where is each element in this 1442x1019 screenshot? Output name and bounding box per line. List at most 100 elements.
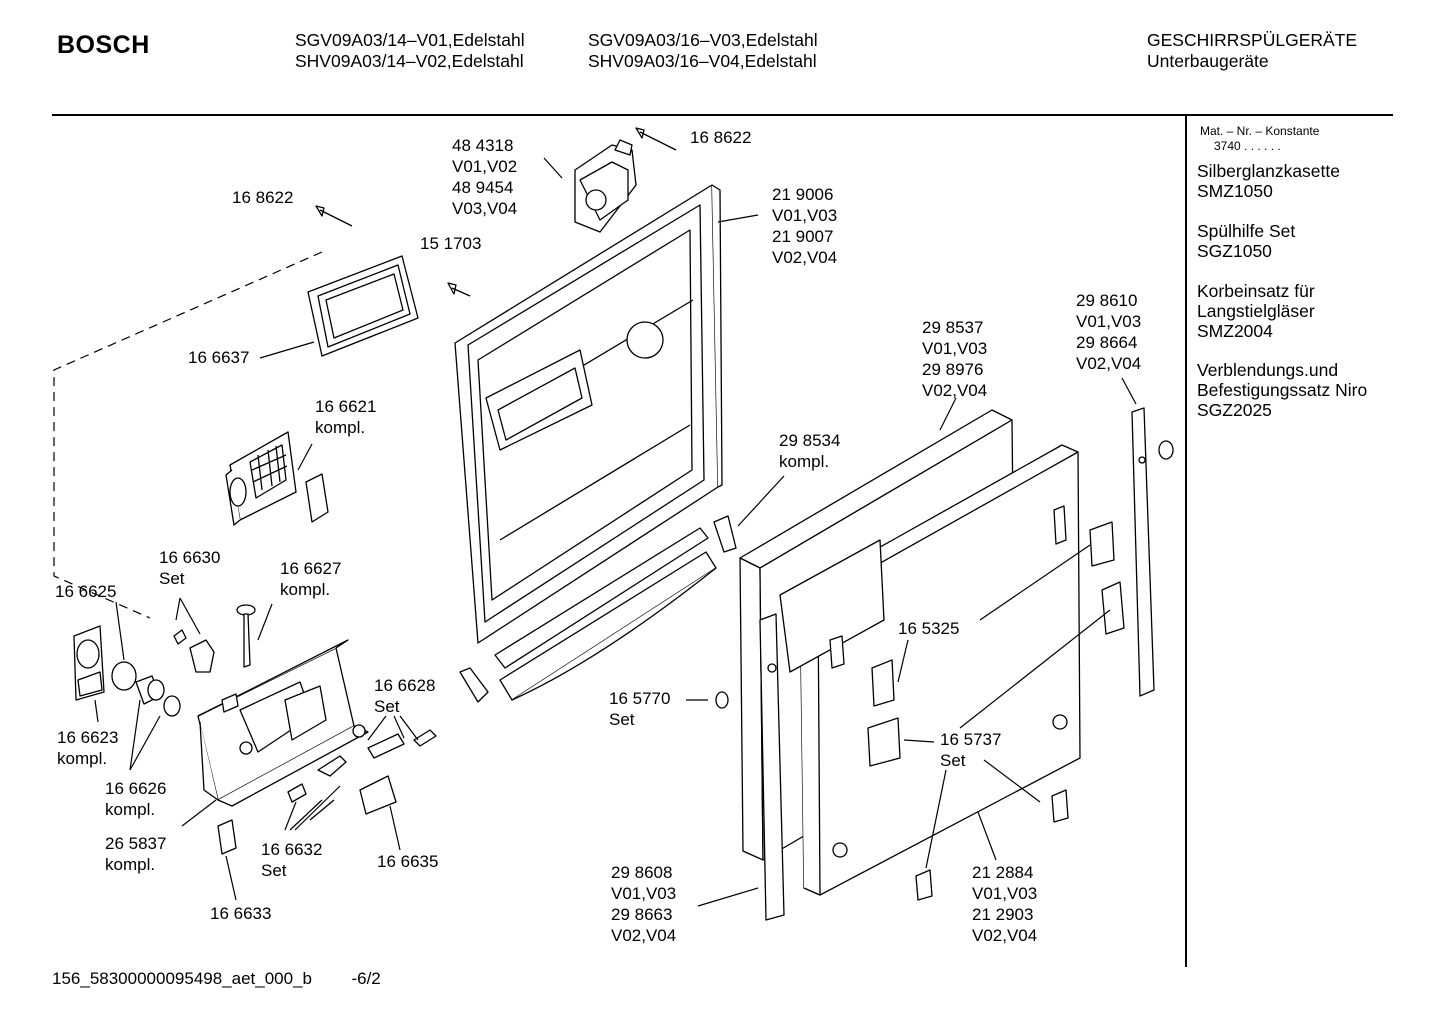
lever-set-166628 — [353, 725, 436, 758]
part-number: 29 8610 — [1076, 291, 1138, 310]
callout-166621: 16 6621 kompl. — [315, 396, 376, 438]
callout-168622: 16 8622 — [690, 127, 751, 148]
variant: kompl. — [280, 580, 331, 599]
variant: Set — [159, 569, 185, 588]
accessory-line: SGZ1050 — [1197, 241, 1272, 261]
callout-151703: 15 1703 — [420, 233, 481, 254]
callout-166635: 16 6635 — [377, 851, 438, 872]
accessory-line: Befestigungssatz Niro — [1197, 380, 1368, 400]
part-number: 16 6632 — [261, 840, 323, 859]
bracket-right-lower — [1102, 582, 1124, 634]
variant: V02,V04 — [611, 926, 677, 945]
plunger-166627 — [237, 605, 255, 667]
part-number: 16 6623 — [57, 728, 119, 747]
accessory-item: Silberglanzkasette SMZ1050 — [1197, 161, 1340, 201]
small-hinge-part — [460, 668, 488, 702]
inner-door-panel — [455, 185, 722, 643]
part-number: 16 5770 — [609, 689, 671, 708]
part-number: 21 9007 — [772, 227, 834, 246]
bracket-right-upper — [1090, 522, 1114, 566]
callout-166627: 16 6627 kompl. — [280, 558, 341, 600]
model-line: SGV09A03/16–V03,Edelstahl — [588, 30, 818, 50]
part-number: 16 6628 — [374, 676, 436, 695]
brand-logo: BOSCH — [57, 31, 150, 59]
callout-165737: 16 5737 Set — [940, 729, 1001, 771]
callout-166632: 16 6632 Set — [261, 839, 322, 881]
part-number: 48 9454 — [452, 178, 514, 197]
variant: V02,V04 — [772, 248, 838, 267]
callout-166637: 16 6637 — [188, 347, 249, 368]
part-number: 16 8622 — [232, 188, 294, 207]
footer: 156_58300000095498_aet_000_b -6/2 — [52, 969, 381, 989]
part-number: 48 4318 — [452, 136, 514, 155]
accessory-item: Verblendungs.und Befestigungssatz Niro S… — [1197, 360, 1367, 420]
variant: kompl. — [105, 800, 156, 819]
variant: V01,V03 — [772, 206, 838, 225]
accessory-line: Korbeinsatz für — [1197, 281, 1315, 301]
part-number: 16 8622 — [690, 128, 752, 147]
variant: Set — [940, 751, 966, 770]
clip-166633 — [218, 820, 236, 854]
dispenser-lid — [74, 626, 104, 700]
callout-166626: 16 6626 kompl. — [105, 778, 166, 820]
dispenser-housing — [198, 640, 368, 806]
variant: Set — [609, 710, 635, 729]
part-number: 16 6637 — [188, 348, 250, 367]
part-number: 29 8534 — [779, 431, 841, 450]
model-list-1: SGV09A03/14–V01,Edelstahl SHV09A03/14–V0… — [295, 30, 525, 72]
part-number: 29 8537 — [922, 318, 984, 337]
seal-ring — [112, 662, 136, 690]
lower-trim-bar — [495, 528, 716, 700]
spring-part-166630 — [174, 630, 214, 672]
part-number: 16 6625 — [55, 582, 117, 601]
callout-165770: 16 5770 Set — [609, 688, 670, 730]
rinse-cap — [136, 676, 164, 704]
cap-right — [1159, 441, 1173, 459]
variant: V01,V02 — [452, 157, 518, 176]
accessory-line: Langstielgläser — [1197, 301, 1315, 321]
page-number: -6/2 — [351, 969, 381, 988]
category-subtitle: Unterbaugeräte — [1147, 51, 1269, 71]
screw-small — [448, 283, 470, 296]
header-divider — [52, 114, 1393, 116]
callout-166625: 16 6625 — [55, 581, 116, 602]
material-number-value: 3740 . . . . . . — [1214, 139, 1281, 153]
small-flap — [306, 474, 328, 522]
accessory-item: Korbeinsatz für Langstielgläser SMZ2004 — [1197, 281, 1315, 341]
leader-lines — [95, 158, 1136, 906]
accessory-line: SMZ1050 — [1197, 181, 1273, 201]
part-number: 29 8664 — [1076, 333, 1138, 352]
variant: V02,V04 — [1076, 354, 1142, 373]
callout-298610: 29 8610 V01,V03 29 8664 V02,V04 — [1076, 290, 1141, 374]
door-clip-298534 — [714, 516, 736, 552]
part-number: 16 6630 — [159, 548, 221, 567]
bracket-165737 — [868, 718, 900, 766]
callout-298534: 29 8534 kompl. — [779, 430, 840, 472]
callout-212884: 21 2884 V01,V03 21 2903 V02,V04 — [972, 862, 1037, 946]
variant: V01,V03 — [972, 884, 1038, 903]
category-title: GESCHIRRSPÜLGERÄTE — [1147, 30, 1358, 50]
spring-set-166632 — [288, 756, 346, 820]
accessory-line: Spülhilfe Set — [1197, 221, 1296, 241]
part-number: 16 6627 — [280, 559, 342, 578]
material-number-title: Mat. – Nr. – Konstante — [1200, 124, 1320, 138]
variant: V01,V03 — [1076, 312, 1142, 331]
accessory-line: SMZ2004 — [1197, 321, 1273, 341]
accessory-item: Spülhilfe Set SGZ1050 — [1197, 221, 1295, 261]
left-side-strip — [760, 614, 784, 920]
part-number: 29 8608 — [611, 863, 673, 882]
accessory-line: Verblendungs.und — [1197, 360, 1339, 380]
document-id: 156_58300000095498_aet_000_b — [52, 969, 312, 988]
callout-298537: 29 8537 V01,V03 29 8976 V02,V04 — [922, 317, 987, 401]
part-number: 16 6621 — [315, 397, 377, 416]
part-number: 15 1703 — [420, 234, 482, 253]
relay-166635 — [360, 776, 396, 814]
variant: kompl. — [105, 855, 156, 874]
part-number: 21 9006 — [772, 185, 834, 204]
variant: Set — [261, 861, 287, 880]
callout-219006: 21 9006 V01,V03 21 9007 V02,V04 — [772, 184, 837, 268]
model-line: SHV09A03/16–V04,Edelstahl — [588, 51, 817, 71]
part-number: 29 8663 — [611, 905, 673, 924]
callout-166623: 16 6623 kompl. — [57, 727, 118, 769]
variant: V03,V04 — [452, 199, 518, 218]
